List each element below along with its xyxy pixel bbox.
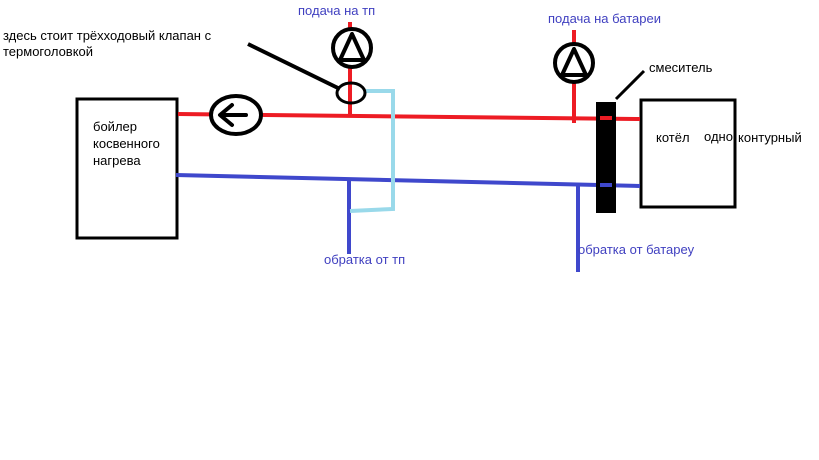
bypass-pipe bbox=[349, 89, 395, 213]
return-floor-label: обратка от тп bbox=[324, 252, 406, 267]
mixer-label: смеситель bbox=[649, 60, 713, 75]
kotel-word1: котёл bbox=[656, 130, 690, 145]
mixer-pointer-line bbox=[614, 69, 646, 101]
kotel-word2: одно bbox=[704, 129, 733, 144]
return-radiators-label: обратка от батареу bbox=[578, 242, 695, 257]
kotel-word3: контурный bbox=[738, 130, 802, 145]
supply-floor-label: подача на тп bbox=[298, 3, 376, 18]
valve-note-line1: здесь стоит трёхходовый клапан с bbox=[3, 28, 212, 43]
boiler-label-line3: нагрева bbox=[93, 153, 141, 168]
boiler-label-line1: бойлер bbox=[93, 119, 137, 134]
pump-boiler-icon bbox=[209, 94, 263, 136]
boiler-label-line2: косвенного bbox=[93, 136, 160, 151]
return-main-pipe bbox=[175, 173, 641, 188]
supply-radiators-label: подача на батареи bbox=[548, 11, 662, 26]
valve-note-line2: термоголовкой bbox=[3, 44, 94, 59]
boiler-label: бойлер косвенного нагрева bbox=[93, 118, 160, 169]
pump-radiators-icon bbox=[553, 42, 595, 84]
three-way-valve-icon bbox=[335, 81, 367, 105]
single-circuit-boiler-box bbox=[639, 98, 737, 209]
pump-floor-icon bbox=[331, 27, 373, 69]
indirect-boiler-box bbox=[75, 97, 179, 240]
valve-pointer-line bbox=[247, 42, 341, 91]
